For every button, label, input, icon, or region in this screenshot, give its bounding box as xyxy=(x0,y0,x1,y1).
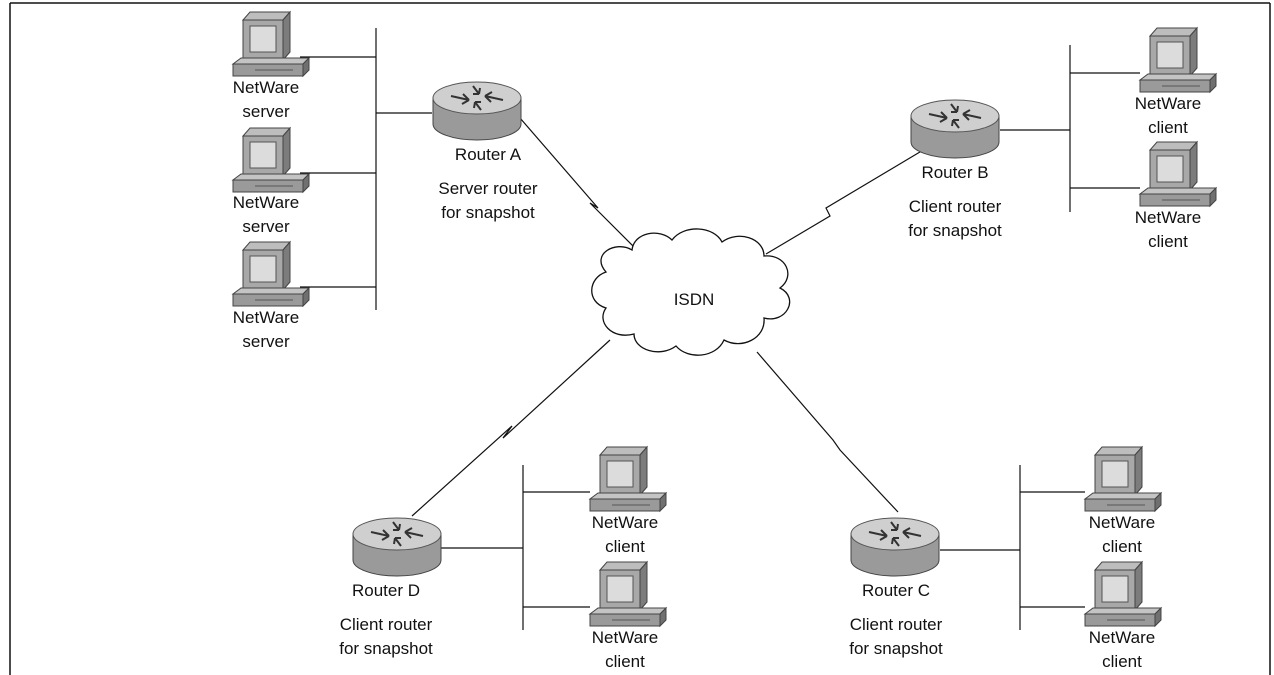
router-b: Router B Client router for snapshot xyxy=(908,99,1002,240)
router-b-role-line1: Client router xyxy=(909,197,1002,216)
server-1-label-line2: server xyxy=(242,102,290,121)
lan-b xyxy=(1000,45,1140,212)
computer-icon xyxy=(232,11,310,77)
router-b-role-line2: for snapshot xyxy=(908,221,1002,240)
client-c-1-label-line2: client xyxy=(1102,537,1142,556)
router-d-role-line2: for snapshot xyxy=(339,639,433,658)
server-1: NetWare server xyxy=(232,11,310,121)
router-d: Router D Client router for snapshot xyxy=(339,517,442,658)
client-b-2-label-line1: NetWare xyxy=(1135,208,1201,227)
client-b-2: NetWare client xyxy=(1135,141,1217,251)
isdn-link-router-d xyxy=(411,339,611,517)
computer-icon xyxy=(232,241,310,307)
router-a-name: Router A xyxy=(455,145,522,164)
server-2-label-line1: NetWare xyxy=(233,193,299,212)
isdn-cloud: ISDN xyxy=(591,228,791,356)
client-c-2-label-line2: client xyxy=(1102,652,1142,671)
router-d-role-line1: Client router xyxy=(340,615,433,634)
server-2-label-line2: server xyxy=(242,217,290,236)
client-c-2-label-line1: NetWare xyxy=(1089,628,1155,647)
router-a: Router A Server router for snapshot xyxy=(432,81,538,222)
router-c-icon xyxy=(850,517,940,577)
router-c-name: Router C xyxy=(862,581,930,600)
computer-icon xyxy=(589,446,667,512)
router-d-icon xyxy=(352,517,442,577)
computer-icon xyxy=(232,127,310,193)
computer-icon xyxy=(1084,561,1162,627)
router-c-role-line1: Client router xyxy=(850,615,943,634)
client-b-1: NetWare client xyxy=(1135,27,1217,137)
client-c-2: NetWare client xyxy=(1084,561,1162,671)
isdn-link-router-b xyxy=(765,139,941,255)
computer-icon xyxy=(589,561,667,627)
frame xyxy=(9,2,1271,675)
server-3: NetWare server xyxy=(232,241,310,351)
client-d-2-label-line1: NetWare xyxy=(592,628,658,647)
server-1-label-line1: NetWare xyxy=(233,78,299,97)
router-c: Router C Client router for snapshot xyxy=(849,517,943,658)
isdn-link-router-a xyxy=(519,117,641,254)
computer-icon xyxy=(1139,27,1217,93)
client-c-1-label-line1: NetWare xyxy=(1089,513,1155,532)
router-b-icon xyxy=(910,99,1000,159)
computer-icon xyxy=(1139,141,1217,207)
links xyxy=(300,28,1140,630)
client-d-1-label-line2: client xyxy=(605,537,645,556)
server-3-label-line1: NetWare xyxy=(233,308,299,327)
client-d-2: NetWare client xyxy=(589,561,667,671)
router-a-role-line1: Server router xyxy=(438,179,538,198)
isdn-label: ISDN xyxy=(674,290,715,309)
lan-a xyxy=(300,28,432,310)
client-b-1-label-line1: NetWare xyxy=(1135,94,1201,113)
router-a-icon xyxy=(432,81,522,141)
computer-icon xyxy=(1084,446,1162,512)
client-d-2-label-line2: client xyxy=(605,652,645,671)
server-2: NetWare server xyxy=(232,127,310,236)
router-a-role-line2: for snapshot xyxy=(441,203,535,222)
router-d-name: Router D xyxy=(352,581,420,600)
router-c-role-line2: for snapshot xyxy=(849,639,943,658)
client-b-2-label-line2: client xyxy=(1148,232,1188,251)
client-b-1-label-line2: client xyxy=(1148,118,1188,137)
isdn-link-router-c xyxy=(756,351,899,513)
client-c-1: NetWare client xyxy=(1084,446,1162,556)
client-d-1: NetWare client xyxy=(589,446,667,556)
server-3-label-line2: server xyxy=(242,332,290,351)
client-d-1-label-line1: NetWare xyxy=(592,513,658,532)
lan-c xyxy=(940,465,1085,630)
lan-d xyxy=(441,465,590,630)
router-b-name: Router B xyxy=(921,163,988,182)
